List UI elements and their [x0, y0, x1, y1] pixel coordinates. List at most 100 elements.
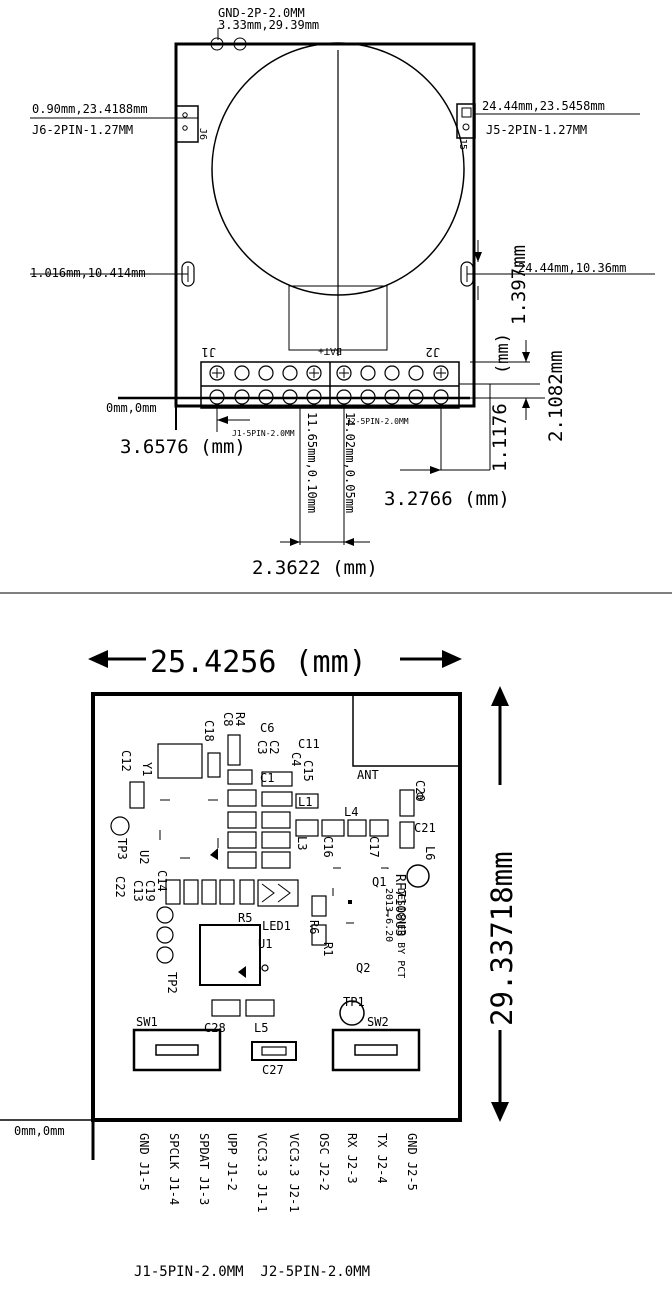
- gnd-pad-2: [233, 37, 247, 51]
- ref-c18: C18: [202, 720, 216, 742]
- ref-tp2: TP2: [165, 972, 179, 994]
- bottom-origin: 0mm,0mm: [14, 1124, 65, 1138]
- ref-c2: C2: [267, 740, 281, 754]
- ref-c6: C6: [260, 721, 274, 735]
- ref-c20: C20: [413, 780, 427, 802]
- top-arrows: [217, 252, 530, 546]
- pin-label: UPP J1-2: [225, 1133, 239, 1191]
- gnd-label: GND-2P-2.0MM: [218, 6, 305, 20]
- pin-label: TX J2-4: [375, 1133, 389, 1184]
- dim-36576: 3.6576 (mm): [120, 436, 246, 458]
- j5-coord: 24.44mm,23.5458mm: [482, 99, 605, 113]
- top-origin: 0mm,0mm: [106, 401, 157, 415]
- bottom-board-outline: [91, 692, 462, 1122]
- ref-y1: Y1: [140, 762, 154, 776]
- ref-c17: C17: [367, 836, 381, 858]
- ref-r1: R1: [321, 942, 335, 956]
- ref-c12: C12: [119, 750, 133, 772]
- ref-l1: L1: [298, 795, 312, 809]
- crystal-y1: [157, 743, 203, 779]
- j6-connector: [175, 105, 199, 143]
- pin-right-coord: 14.02mm,0.05mm: [343, 412, 357, 513]
- ref-c1: C1: [260, 771, 274, 785]
- width-dim: 25.4256 (mm): [150, 645, 367, 680]
- ref-tp1: TP1: [343, 995, 365, 1009]
- bottom-view: [0, 657, 502, 1160]
- ref-sw2: SW2: [367, 1015, 389, 1029]
- gnd-pad-1: [210, 37, 224, 51]
- ref-c27: C27: [262, 1063, 284, 1077]
- ref-l3: L3: [295, 836, 309, 850]
- ref-c16: C16: [321, 836, 335, 858]
- sw2-outline: [331, 1028, 421, 1072]
- dim-mm-vertical: (mm): [493, 333, 513, 374]
- ref-c3: C3: [255, 740, 269, 754]
- dim-23622: 2.3622 (mm): [252, 557, 378, 579]
- date-label: 2013.6.20: [383, 888, 394, 942]
- dim-1397: 1.397mm: [508, 245, 530, 325]
- j6-label: J6-2PIN-1.27MM: [32, 123, 133, 137]
- tp1-pad: [339, 1000, 365, 1026]
- ref-c8: C8: [221, 712, 235, 726]
- ref-c19: C19: [143, 880, 157, 902]
- sw1-outline: [132, 1028, 222, 1072]
- ref-l4: L4: [344, 805, 358, 819]
- pin-label: SPCLK J1-4: [167, 1133, 181, 1205]
- dim-32766: 3.2766 (mm): [384, 488, 510, 510]
- ref-c21: C21: [414, 821, 436, 835]
- ref-c22: C22: [113, 876, 127, 898]
- footer-label: J1-5PIN-2.0MM J2-5PIN-2.0MM: [134, 1264, 370, 1280]
- q1-pad: [406, 864, 430, 888]
- dim-11176: 1.1176: [489, 403, 511, 472]
- dim-21082: 2.1082mm: [545, 350, 567, 442]
- ref-l6: L6: [423, 846, 437, 860]
- battery-tab: [288, 285, 388, 351]
- ref-led1: LED1: [262, 919, 291, 933]
- ref-r6: R6: [307, 920, 321, 934]
- j5-label: J5-2PIN-1.27MM: [486, 123, 587, 137]
- u3-chip: [332, 867, 389, 924]
- j2-ref: J2: [426, 345, 440, 359]
- pin-label: RX J2-3: [345, 1133, 359, 1184]
- ref-q1: Q1: [372, 875, 386, 889]
- j6-ref: J6: [197, 128, 208, 140]
- antenna-area: [352, 693, 461, 767]
- bottom-arrows: [88, 650, 509, 1122]
- pin-label: VCC3.3 J1-1: [255, 1133, 269, 1212]
- u1-chip: [199, 924, 261, 986]
- ref-tp3: TP3: [115, 838, 129, 860]
- ref-c4: C4: [289, 752, 303, 766]
- pin-labels: GND J1-5 SPCLK J1-4 SPDAT J1-3 UPP J1-2 …: [137, 1133, 419, 1212]
- ref-sw1: SW1: [136, 1015, 158, 1029]
- ref-c14: C14: [155, 870, 169, 892]
- top-view: [30, 28, 655, 545]
- ref-r4: R4: [233, 712, 247, 726]
- j5-connector: [456, 103, 476, 139]
- j1-ref: J1: [202, 345, 216, 359]
- pin-label: OSC J2-2: [317, 1133, 331, 1191]
- j5-ref: J5: [457, 138, 468, 150]
- ref-u1: U1: [258, 937, 272, 951]
- ref-c28: C28: [204, 1021, 226, 1035]
- bat-ref: BAT+: [318, 345, 342, 356]
- ref-c13: C13: [131, 880, 145, 902]
- pin-label: SPDAT J1-3: [197, 1133, 211, 1205]
- j6-coord: 0.90mm,23.4188mm: [32, 102, 148, 116]
- gnd-coord: 3.33mm,29.39mm: [218, 18, 319, 32]
- ref-r5: R5: [238, 911, 252, 925]
- pin-left-coord: 11.65mm,0.10mm: [305, 412, 319, 513]
- designed-label: DESIGNED BY PCT: [395, 888, 406, 978]
- u2-chip: [159, 799, 219, 859]
- ref-c11: C11: [298, 737, 320, 751]
- j1-pin-label: J1-5PIN-2.0MM: [232, 429, 295, 438]
- ref-c15: C15: [301, 760, 315, 782]
- pin-label: GND J2-5: [405, 1133, 419, 1191]
- ref-q2: Q2: [356, 961, 370, 975]
- tp3-pad: [110, 816, 130, 836]
- ref-u2: U2: [137, 850, 151, 864]
- hole-left-coord: 1.016mm,10.414mm: [30, 266, 146, 280]
- j2-pin-label: J2-5PIN-2.0MM: [346, 417, 409, 426]
- ant-label: ANT: [357, 768, 379, 782]
- ref-l5: L5: [254, 1021, 268, 1035]
